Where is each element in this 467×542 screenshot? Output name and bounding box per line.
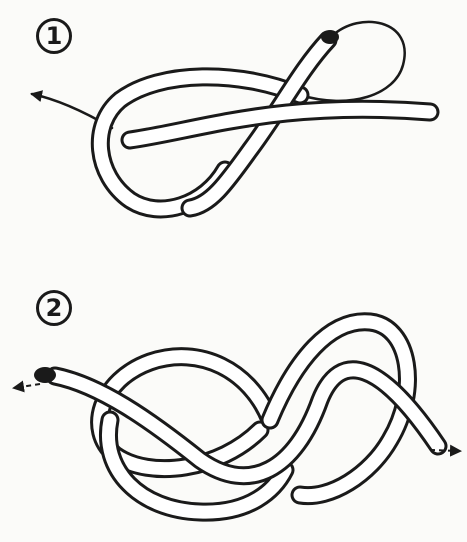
step-2-rope-end: [34, 367, 56, 383]
step-2-left-arrow: [14, 384, 40, 388]
step-2-figure: [14, 322, 460, 512]
step-1-rope-end: [321, 30, 339, 44]
step-1-figure: [32, 22, 430, 209]
